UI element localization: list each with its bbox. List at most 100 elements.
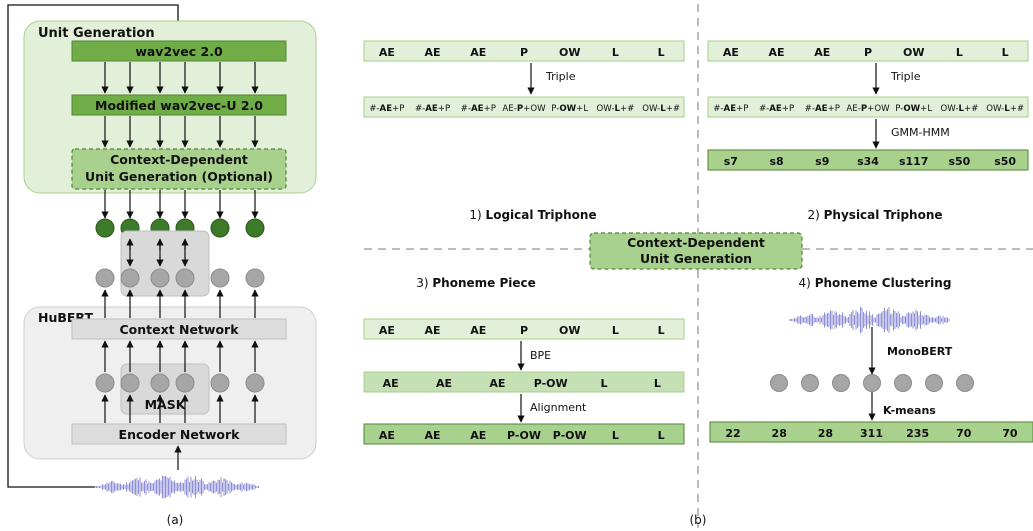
state-label: s9 [815,155,829,168]
triphone-left: #- [805,104,815,114]
aligned-label: L [658,429,665,442]
encoder-output-dot [245,373,265,393]
unit-output-arrows [101,190,259,219]
modified-wav2vec-output-arrows [101,116,259,148]
context-network-box [71,318,287,340]
physical-title-num: 2) [807,208,819,222]
phoneme-label: AE [814,46,830,59]
phoneme-label: AE [379,46,395,59]
piece-title-num: 3) [416,276,428,290]
triphone-label: OW-L+# [940,104,978,114]
triphone-label: OW-L+# [642,104,680,114]
center-box-line1: Context-Dependent [627,235,765,250]
hubert-output-dot [95,268,115,288]
bpe-label: AE [489,377,505,390]
phoneme-label: P [520,324,528,337]
triphone-label: #-AE+P [759,104,794,114]
triphone-center: P [517,104,523,114]
triphone-right: +P [392,104,404,114]
unit-dot [95,218,115,238]
center-box-line2: Unit Generation [640,251,752,266]
bpe-label: L [654,377,661,390]
triphone-right: +OW [523,104,546,114]
state-label: s7 [724,155,738,168]
caption-b: (b) [690,513,707,527]
triphone-left: #- [759,104,769,114]
discrete-unit-dots [95,218,265,238]
triphone-center: AE [380,104,393,114]
unit-dot [245,218,265,238]
phoneme-label: L [658,324,665,337]
unit-dot [210,218,230,238]
phoneme-label: P [864,46,872,59]
phoneme-label: L [956,46,963,59]
feature-dot [863,374,881,392]
encoder-output-arrows [101,394,259,423]
triphone-right: +P [438,104,450,114]
triphone-left: P- [895,104,903,114]
hubert-output-dot [150,268,170,288]
cluster-label: 311 [860,427,883,440]
triphone-center: L [1004,104,1010,114]
context-dependent-box [71,148,287,190]
feature-dot [801,374,819,392]
hubert-output-dot [175,268,195,288]
triphone-label: #-AE+P [805,104,840,114]
encoder-output-dot [120,373,140,393]
triphone-right: +P [736,104,748,114]
wav2vec-output-arrows [101,62,259,94]
bpe-label: P-OW [534,377,568,390]
cluster-label: 22 [725,427,740,440]
mask-label: MASK [145,397,187,412]
triphone-center: L [614,104,620,114]
clustering-step-label: K-means [883,404,936,417]
monobert-feature-dots [770,374,974,392]
piece-title: 3) Phoneme Piece [416,276,536,290]
triphone-label: AE-P+OW [846,104,890,114]
phoneme-label: L [658,46,665,59]
cluster-label: 28 [818,427,833,440]
feature-dot [770,374,788,392]
wav2vec-label: wav2vec 2.0 [135,44,223,59]
hubert-output-dot [245,268,265,288]
triphone-left: OW- [596,104,614,114]
clustering-model-label: MonoBERT [887,345,953,358]
triphone-label: #-AE+P [415,104,450,114]
triphone-left: OW- [986,104,1004,114]
triphone-center: OW [559,104,576,114]
state-label: s117 [899,155,929,168]
center-context-dependent-box [589,232,803,270]
aligned-label: AE [425,429,441,442]
phoneme-label: OW [903,46,924,59]
triphone-label: #-AE+P [461,104,496,114]
cluster-label: 70 [1002,427,1018,440]
triphone-left: OW- [940,104,958,114]
physical-state-row [707,149,1029,171]
bpe-label: AE [383,377,399,390]
clustering-title: 4) Phoneme Clustering [799,276,952,290]
cluster-label: 28 [772,427,787,440]
encoder-output-dot [95,373,115,393]
state-label: s8 [769,155,783,168]
triphone-label: OW-L+# [986,104,1024,114]
triphone-left: #- [369,104,379,114]
piece-step2-label: Alignment [530,401,587,414]
context-dependent-line1: Context-Dependent [110,152,248,167]
context-dependent-line2: Unit Generation (Optional) [85,169,273,184]
triphone-left: P- [551,104,559,114]
bpe-label: AE [436,377,452,390]
encoder-output-dot [210,373,230,393]
aligned-label: AE [379,429,395,442]
triphone-center: AE [724,104,737,114]
triphone-label: OW-L+# [596,104,634,114]
phoneme-label: AE [723,46,739,59]
feature-dot [832,374,850,392]
triphone-left: AE- [846,104,860,114]
wav2vec-box [71,40,287,62]
logical-phoneme-row [363,40,685,62]
